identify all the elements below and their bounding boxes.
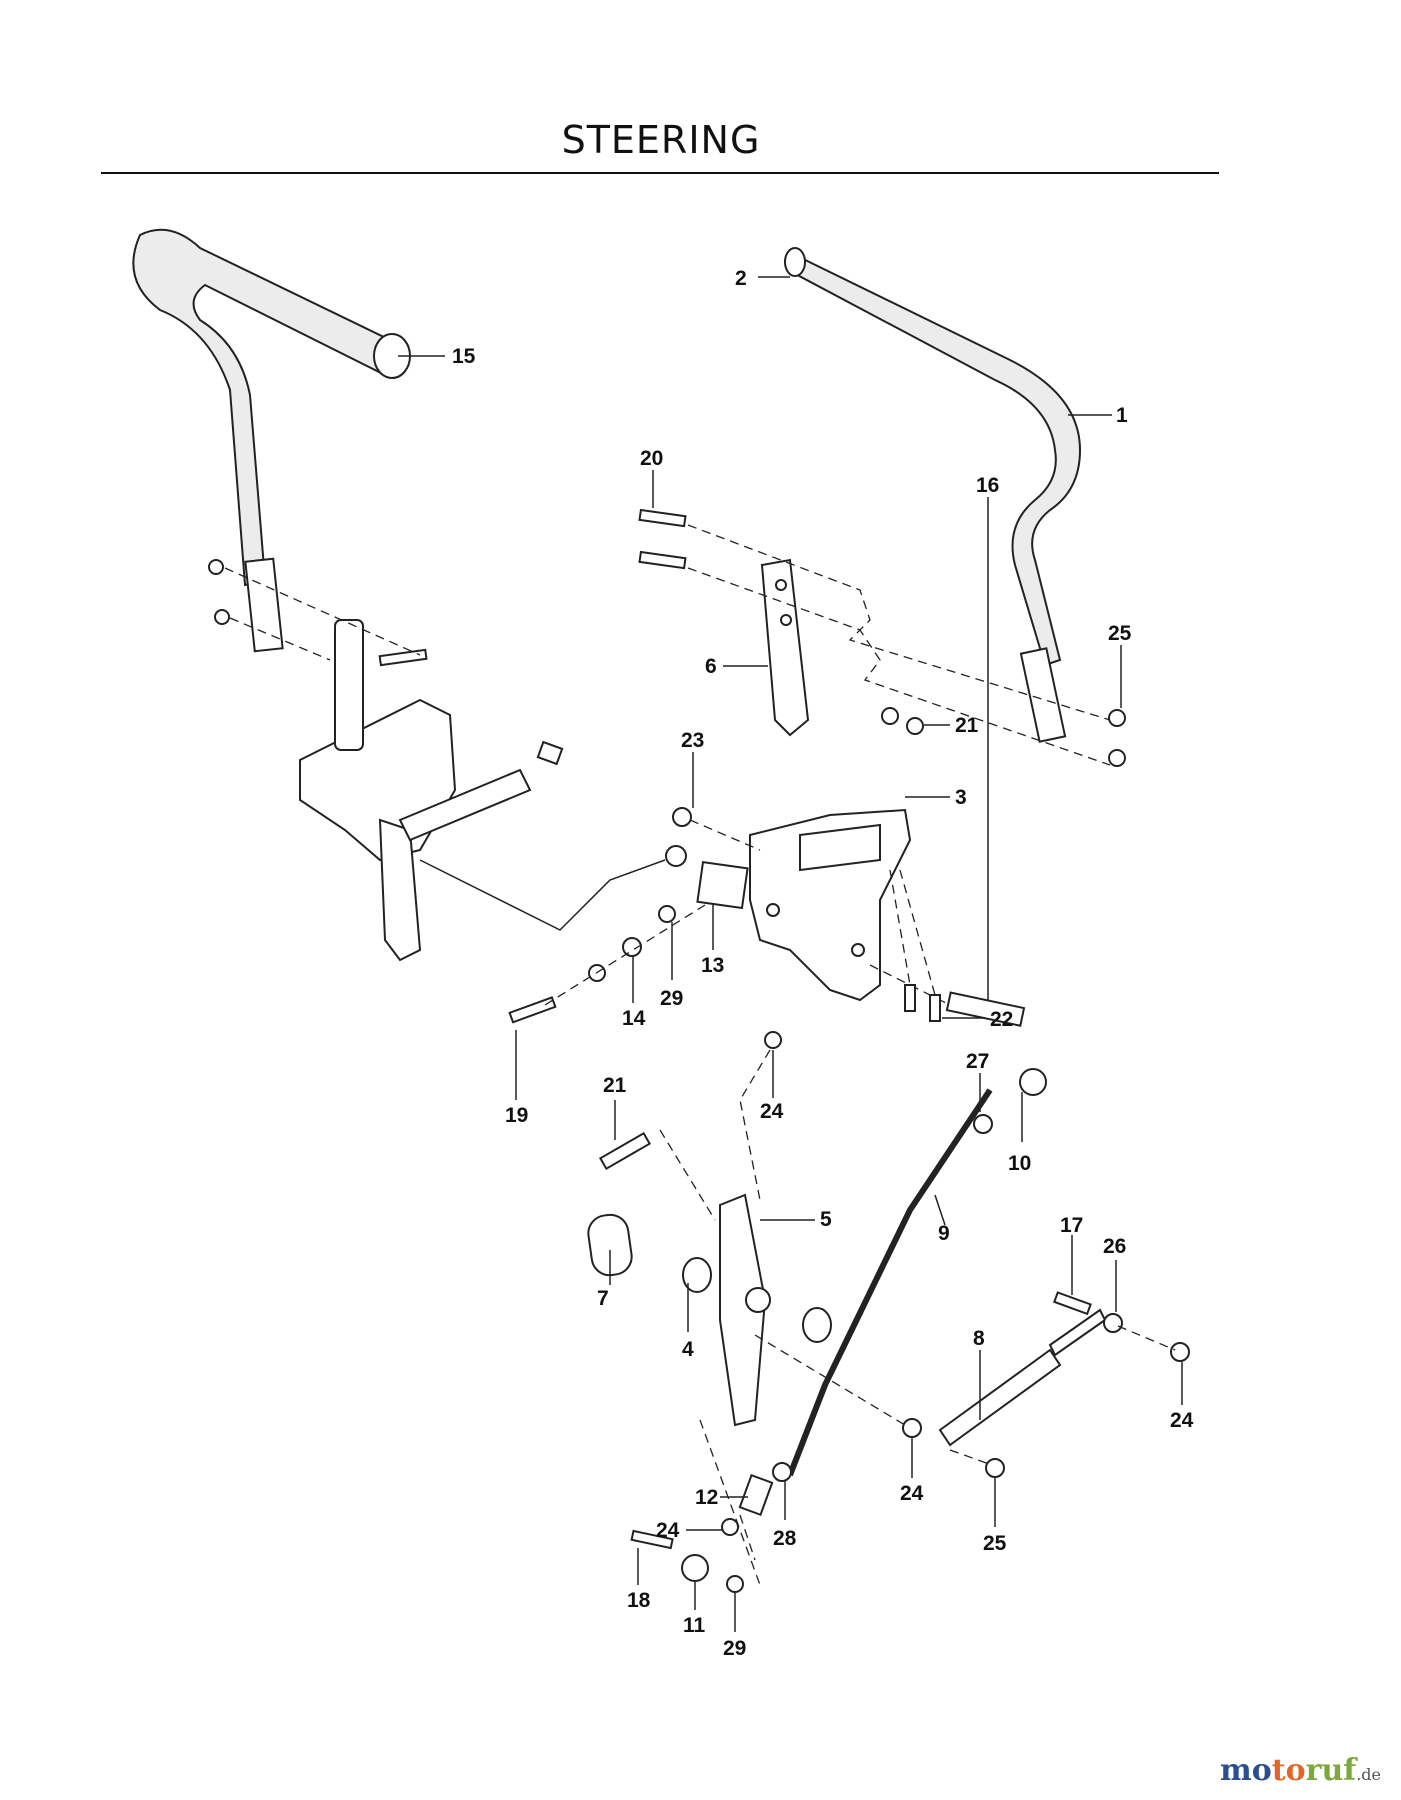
callout-18: 18 — [627, 1589, 651, 1612]
callout-24-lower: 24 — [900, 1482, 924, 1505]
callout-24-lever: 24 — [760, 1100, 784, 1123]
callout-29-lower: 29 — [723, 1637, 746, 1660]
part-24-nut-bracket-a — [881, 707, 899, 725]
callout-16: 16 — [976, 474, 999, 497]
part-9-linkage-rod — [787, 1088, 993, 1477]
part-27-nut-lower — [772, 1462, 792, 1482]
part-13-block — [696, 861, 749, 910]
callout-26: 26 — [1103, 1235, 1126, 1258]
callout-9: 9 — [938, 1222, 950, 1245]
callout-20: 20 — [640, 447, 663, 470]
callout-3: 3 — [955, 786, 967, 809]
part-21-bolt — [598, 1131, 652, 1171]
part-5-lever-arm — [719, 1193, 771, 1427]
left-adjuster — [536, 740, 564, 766]
part-7-spacer — [587, 1213, 633, 1277]
callout-27-upper: 27 — [966, 1050, 989, 1073]
part-4-bushing-b — [802, 1307, 832, 1343]
dashed-align-upper-right — [687, 524, 1111, 766]
left-control-bracket — [299, 698, 457, 862]
part-8-damper-rod — [1048, 1308, 1107, 1357]
callout-11: 11 — [683, 1614, 706, 1637]
callout-7: 7 — [597, 1287, 609, 1310]
part-17-bolt — [1053, 1291, 1092, 1316]
part-25-nut-upper — [1108, 709, 1126, 727]
part-25-nut-lower-damper — [985, 1458, 1005, 1478]
watermark-part-2: to — [1271, 1753, 1306, 1788]
callout-4: 4 — [682, 1338, 694, 1361]
left-pivot-arm — [334, 619, 364, 751]
part-22-bolt-b — [929, 994, 941, 1022]
left-nut-b — [214, 609, 230, 625]
callout-15: 15 — [452, 345, 476, 368]
left-bolt — [378, 648, 428, 667]
part-24-nut-damper-start — [902, 1418, 922, 1438]
part-11-rod-end — [681, 1554, 709, 1582]
left-damper-rod — [398, 768, 532, 842]
part-18-bolt — [630, 1529, 674, 1550]
callout-13: 13 — [701, 954, 724, 977]
part-25-nut-lower — [1108, 749, 1126, 767]
right-handle-end-cap — [784, 247, 806, 277]
callout-19: 19 — [505, 1104, 528, 1127]
right-handle-bar — [786, 253, 1082, 667]
part-24-nut-bracket-b — [906, 717, 924, 735]
callout-6: 6 — [705, 655, 717, 678]
callout-25-upper: 25 — [1108, 622, 1132, 645]
watermark-part-1: mo — [1220, 1753, 1272, 1788]
watermark-logo: motoruf.de — [1220, 1753, 1381, 1788]
part-4-bushing-a — [682, 1257, 712, 1293]
part-23-nut — [672, 807, 692, 827]
left-control-link — [419, 859, 666, 931]
callout-24-right: 24 — [1170, 1409, 1194, 1432]
part-14-locknut — [622, 937, 642, 957]
part-29-washer-lower — [726, 1575, 744, 1593]
callout-24-bracket: 21 — [955, 714, 979, 737]
callout-2: 2 — [735, 267, 747, 290]
part-26-nut — [1103, 1313, 1123, 1333]
part-12-coupler — [738, 1473, 774, 1517]
right-handle-mount — [1019, 647, 1067, 743]
left-rod-end — [665, 845, 687, 867]
part-10-rod-end — [1019, 1068, 1047, 1096]
part-19-bolt — [508, 996, 557, 1024]
part-22-bolt-a — [904, 984, 916, 1012]
callout-25-lower: 25 — [983, 1532, 1007, 1555]
part-20-bolts — [638, 508, 687, 570]
left-handle-assembly — [132, 228, 687, 962]
part-8-damper — [938, 1348, 1062, 1447]
callout-21: 21 — [603, 1074, 627, 1097]
callout-29-upper: 29 — [660, 987, 683, 1010]
callout-22: 22 — [990, 1008, 1013, 1031]
watermark-tld: .de — [1356, 1765, 1381, 1784]
callout-12: 12 — [695, 1486, 718, 1509]
part-27-nut-upper — [973, 1114, 993, 1134]
callout-8: 8 — [973, 1327, 985, 1350]
page-title: STEERING — [561, 118, 761, 162]
watermark-part-3: ruf — [1305, 1753, 1357, 1788]
callout-leaders — [398, 276, 1183, 1632]
callout-14: 14 — [622, 1007, 646, 1030]
part-28-nut — [721, 1518, 739, 1536]
callout-5: 5 — [820, 1208, 832, 1231]
callout-23: 23 — [681, 729, 704, 752]
part-6-adjuster-plate — [760, 558, 810, 737]
callout-27-lower: 28 — [773, 1527, 797, 1550]
callout-28: 24 — [656, 1519, 680, 1542]
callout-10: 10 — [1008, 1152, 1031, 1175]
part-24-nut-damper-end — [1170, 1342, 1190, 1362]
left-handle-bar — [132, 228, 398, 587]
left-nut-a — [208, 559, 224, 575]
part-3-pivot-bracket — [749, 808, 912, 1002]
callout-17: 17 — [1060, 1214, 1083, 1237]
title-rule — [101, 172, 1219, 174]
callout-1: 1 — [1116, 404, 1128, 427]
right-handle-assembly — [784, 247, 1082, 743]
callout-labels: 2 1 15 20 6 25 21 23 3 16 22 13 29 14 19… — [452, 267, 1194, 1660]
part-24-nut-lever — [764, 1031, 782, 1049]
part-29-washer-upper — [658, 905, 676, 923]
